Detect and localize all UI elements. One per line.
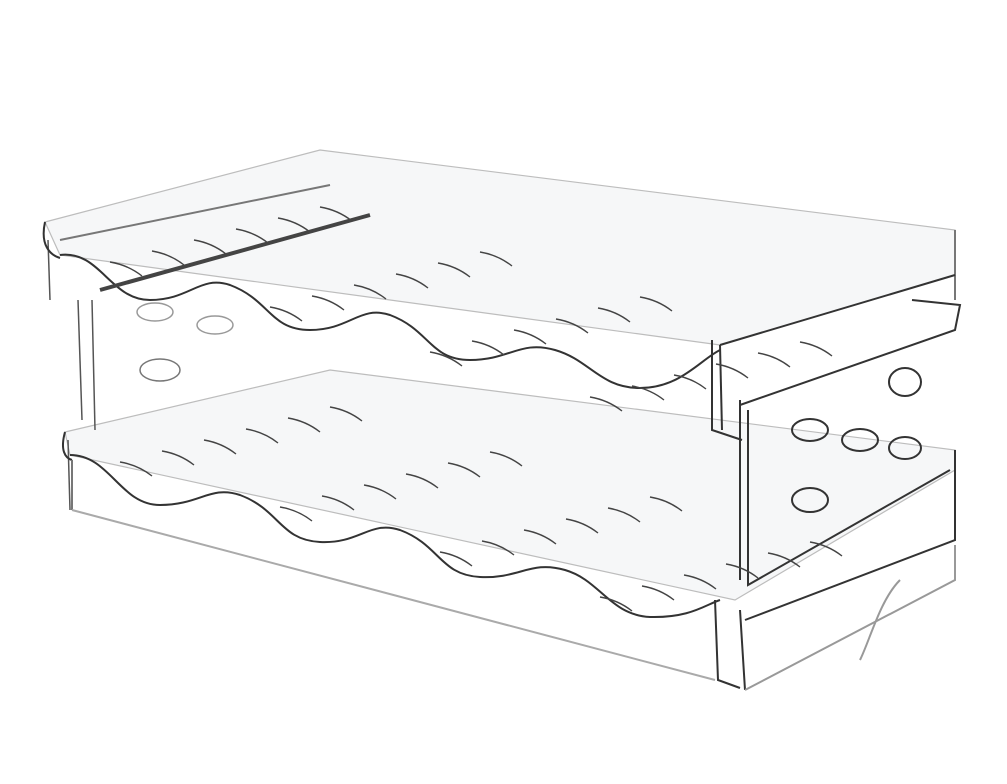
slot-line	[489, 451, 523, 467]
slot-line	[353, 284, 387, 300]
upper-slot-lines	[109, 206, 833, 412]
lower-slot-lines	[119, 406, 843, 612]
slot-line	[203, 439, 237, 455]
slot-line	[799, 341, 833, 357]
slot-line	[245, 428, 279, 444]
slot-line	[269, 306, 303, 322]
right-side-panel	[711, 230, 962, 691]
slot-line	[513, 329, 547, 345]
slot-line	[481, 540, 515, 556]
vent-hole	[791, 418, 829, 442]
slot-line	[673, 374, 707, 390]
slot-line	[565, 518, 599, 534]
slot-line	[151, 250, 185, 266]
rack-back-panels	[44, 149, 956, 601]
slot-line	[555, 318, 589, 334]
slot-line	[311, 295, 345, 311]
slot-line	[471, 340, 505, 356]
slot-line	[715, 363, 749, 379]
vent-hole	[888, 436, 922, 460]
slot-line	[639, 296, 673, 312]
slot-line	[405, 473, 439, 489]
slot-line	[809, 541, 843, 557]
slot-line	[683, 574, 717, 590]
slot-line	[429, 351, 463, 367]
vent-hole	[888, 367, 922, 397]
slot-line	[119, 461, 153, 477]
slot-line	[235, 228, 269, 244]
slot-line	[395, 273, 429, 289]
slot-line	[439, 551, 473, 567]
lower-tray-top	[64, 369, 956, 601]
slot-line	[641, 585, 675, 601]
vent-hole	[136, 302, 174, 322]
slot-line	[437, 262, 471, 278]
slot-line	[523, 529, 557, 545]
slot-line	[277, 217, 311, 233]
slot-line	[725, 563, 759, 579]
upper-tray	[42, 184, 956, 412]
vent-hole	[791, 487, 829, 513]
slot-line	[649, 496, 683, 512]
slot-line	[599, 596, 633, 612]
slot-line	[767, 552, 801, 568]
slot-line	[319, 206, 353, 222]
lower-tray	[62, 406, 843, 681]
slot-line	[589, 396, 623, 412]
vent-hole	[139, 358, 181, 382]
slot-line	[447, 462, 481, 478]
slot-line	[109, 261, 143, 277]
vent-hole	[196, 315, 234, 335]
upper-tray-wave-front	[59, 253, 721, 390]
lower-tray-wave-front	[69, 454, 721, 619]
left-side-panel	[47, 239, 234, 511]
slot-line	[161, 450, 195, 466]
slot-line	[287, 417, 321, 433]
slot-line	[597, 307, 631, 323]
slot-line	[329, 406, 363, 422]
slot-line	[631, 385, 665, 401]
slot-line	[363, 484, 397, 500]
slot-line	[607, 507, 641, 523]
slot-line	[321, 495, 355, 511]
slot-line	[479, 251, 513, 267]
vent-hole	[841, 428, 879, 452]
upper-tray-front-rail	[42, 221, 61, 259]
slot-line	[193, 239, 227, 255]
slot-line	[279, 506, 313, 522]
slot-line	[757, 352, 791, 368]
